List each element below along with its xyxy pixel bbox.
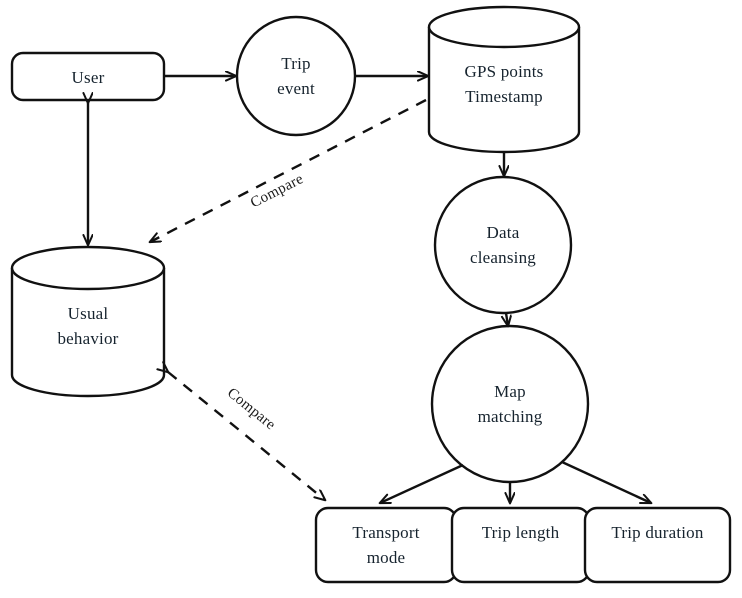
edge-map-matching-to-trip-duration	[561, 460, 651, 503]
edge-map-matching-to-transport-mode	[380, 463, 464, 503]
node-trip-duration	[583, 506, 732, 584]
node-gps-points	[427, 5, 581, 154]
node-transport-mode	[314, 506, 458, 584]
edge-usual-behavior-to-transport-mode	[168, 372, 325, 500]
node-map-matching	[430, 324, 590, 484]
node-user	[10, 51, 166, 102]
node-data-cleansing	[433, 175, 573, 315]
node-trip-length	[450, 506, 591, 584]
edge-data-cleansing-to-map-matching	[506, 312, 508, 326]
node-usual-behavior	[10, 245, 166, 398]
node-trip-event	[235, 15, 357, 137]
